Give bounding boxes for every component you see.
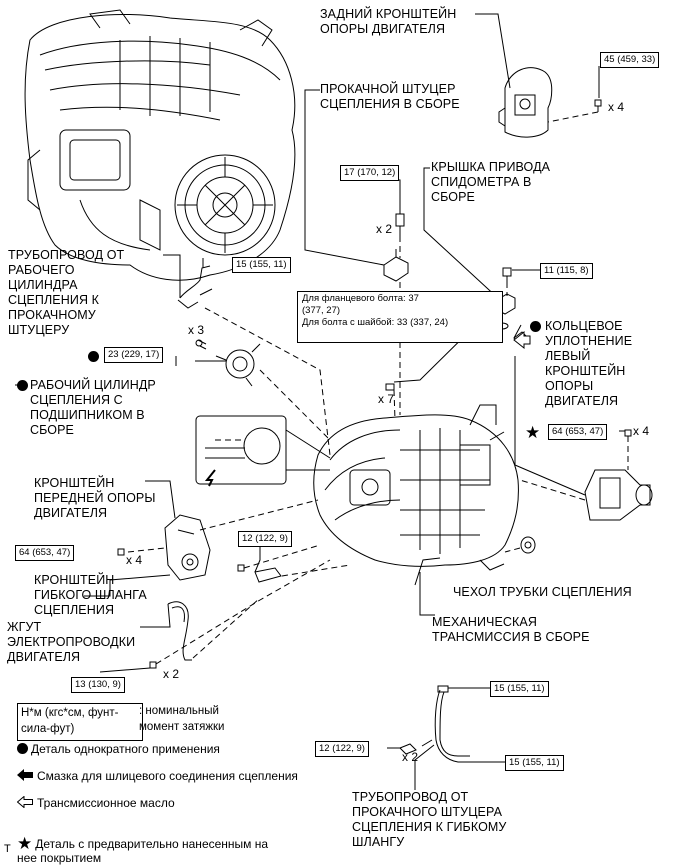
- label-hose-bracket: КРОНШТЕЙН ГИБКОГО ШЛАНГА СЦЕПЛЕНИЯ: [34, 573, 147, 617]
- torque-rear-bracket-bolt: 45 (459, 33): [600, 52, 660, 68]
- torque-speedo-bolt: 11 (115, 8): [540, 263, 593, 279]
- rear-mount-bracket-drawing: [498, 67, 553, 138]
- grease-arrow-icon: [17, 769, 33, 781]
- label-release-cylinder: РАБОЧИЙ ЦИЛИНДР СЦЕПЛЕНИЯ С ПОДШИПНИКОМ …: [30, 378, 156, 437]
- boot-drawing: [520, 536, 536, 554]
- non-reusable-icon: [88, 351, 99, 362]
- precoated-star-icon: ★: [17, 834, 33, 853]
- torque-release-cylinder-bolt: 23 (229, 17): [104, 347, 164, 363]
- torque-lower-tube-upper: 15 (155, 11): [490, 681, 549, 697]
- legend-precoated-text: Деталь с предварительно нанесенным на не…: [17, 837, 269, 865]
- precoated-star-icon: ★: [525, 423, 541, 442]
- transmission-bolt-torque-note: Для фланцевого болта: 37 (377, 27) Для б…: [297, 291, 503, 343]
- torque-lower-tube-end: 15 (155, 11): [505, 755, 564, 771]
- harness-drawing: [149, 601, 192, 669]
- label-speedometer-cover: КРЫШКА ПРИВОДА СПИДОМЕТРА В СБОРЕ: [431, 160, 551, 204]
- legend-torque-description: : номинальный момент затяжки: [139, 705, 225, 733]
- non-reusable-icon: [17, 380, 28, 391]
- left-mount-bracket-drawing: [584, 429, 653, 521]
- label-front-mount-bracket: КРОНШТЕЙН ПЕРЕДНЕЙ ОПОРЫ ДВИГАТЕЛЯ: [34, 476, 156, 520]
- bleeder-to-hose-tube-drawing: [399, 685, 470, 763]
- qty-left-bracket-bolts: x 4: [633, 424, 650, 438]
- torque-bleeder-bolt: 17 (170, 12): [340, 165, 400, 181]
- torque-lower-tube-bolt: 12 (122, 9): [315, 741, 369, 757]
- label-clutch-bleeder-plug: ПРОКАЧНОЙ ШТУЦЕР СЦЕПЛЕНИЯ В СБОРЕ: [320, 82, 460, 111]
- bleeder-plug-drawing: [383, 213, 409, 282]
- label-o-ring: КОЛЬЦЕВОЕ УПЛОТНЕНИЕ: [545, 319, 633, 348]
- leader-lines: [15, 13, 625, 790]
- legend-transmission-oil: Трансмиссионное масло: [16, 795, 175, 810]
- qty-bleeder-bolts: x 2: [376, 222, 393, 236]
- front-mount-bracket-drawing: [117, 514, 211, 581]
- torque-harness-bolt: 13 (130, 9): [71, 677, 125, 693]
- legend-spline-grease-text: Смазка для шлицевого соединения сцеплени…: [37, 769, 298, 783]
- release-cylinder-drawing: [195, 339, 261, 387]
- non-reusable-icon: [17, 743, 28, 754]
- label-bleeder-to-hose-tube: ТРУБОПРОВОД ОТ ПРОКАЧНОГО ШТУЦЕРА СЦЕПЛЕ…: [352, 790, 507, 849]
- legend-non-reusable-text: Деталь однократного применения: [31, 742, 220, 756]
- legend-torque-unit-box: Н*м (кгс*см, фунт- сила-фут): [17, 703, 143, 741]
- qty-release-cylinder-bolts: x 3: [188, 323, 205, 337]
- torque-front-bracket-bolt: 64 (653, 47): [15, 545, 75, 561]
- transmission-drawing: [313, 404, 519, 571]
- label-engine-wire-harness: ЖГУТ ЭЛЕКТРОПРОВОДКИ ДВИГАТЕЛЯ: [7, 620, 136, 664]
- spline-detail-inset: [195, 415, 331, 485]
- label-rear-mount-bracket: ЗАДНИЙ КРОНШТЕЙН ОПОРЫ ДВИГАТЕЛЯ: [320, 7, 457, 36]
- label-tube-boot: ЧЕХОЛ ТРУБКИ СЦЕПЛЕНИЯ: [453, 585, 632, 599]
- legend-spline-grease: Смазка для шлицевого соединения сцеплени…: [17, 769, 298, 783]
- torque-left-bracket-bolt: 64 (653, 47): [548, 424, 608, 440]
- clutch-release-tube-drawing: [177, 265, 213, 309]
- label-release-tube-to-bleeder: ТРУБОПРОВОД ОТ РАБОЧЕГО ЦИЛИНДРА СЦЕПЛЕН…: [8, 248, 125, 337]
- torque-hose-bracket-bolt: 12 (122, 9): [238, 531, 292, 547]
- oil-arrow-icon: [16, 795, 33, 809]
- alignment-lines: [127, 111, 629, 665]
- qty-lower-tube-bolts: x 2: [402, 750, 419, 764]
- qty-transmission-bolts: x 7: [378, 392, 395, 406]
- qty-harness-bolts: x 2: [163, 667, 180, 681]
- legend-precoated: ★Деталь с предварительно нанесенным на н…: [17, 823, 268, 865]
- qty-front-bracket-bolts: x 4: [126, 553, 143, 567]
- oil-arrow-icon: [513, 330, 531, 350]
- torque-release-tube: 15 (155, 11): [232, 257, 291, 273]
- legend-non-reusable: Деталь однократного применения: [17, 742, 220, 756]
- non-reusable-icon: [530, 321, 541, 332]
- label-left-mount-bracket: ЛЕВЫЙ КРОНШТЕЙН ОПОРЫ ДВИГАТЕЛЯ: [545, 349, 626, 408]
- label-manual-transmission: МЕХАНИЧЕСКАЯ ТРАНСМИССИЯ В СБОРЕ: [432, 615, 590, 644]
- engine-assembly-drawing: [24, 9, 296, 281]
- footer-mark: T: [4, 843, 11, 855]
- legend-transmission-oil-text: Трансмиссионное масло: [37, 796, 175, 810]
- qty-rear-bracket-bolts: x 4: [608, 100, 625, 114]
